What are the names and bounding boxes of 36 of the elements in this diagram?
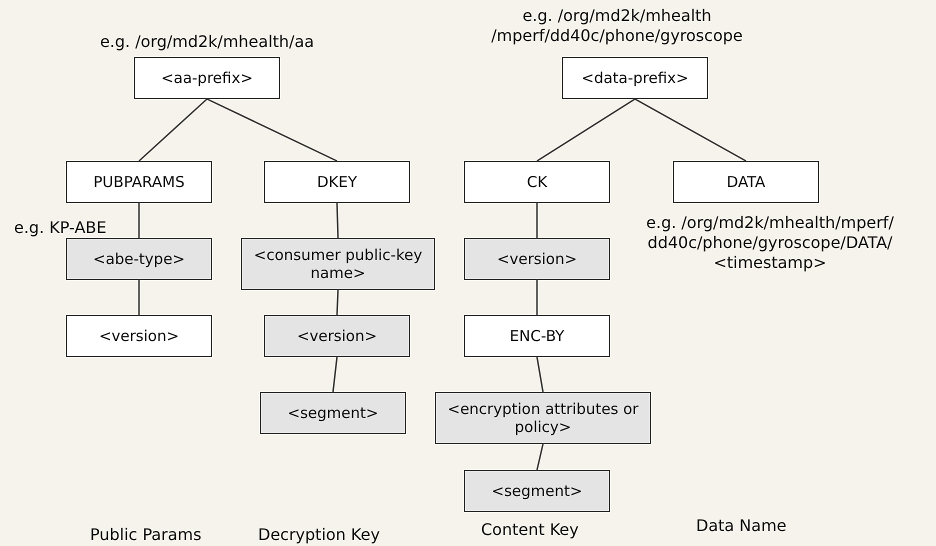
tree-node-box: <version> bbox=[66, 315, 212, 357]
connector-line bbox=[536, 444, 544, 470]
tree-node-box: <data-prefix> bbox=[562, 57, 708, 99]
tree-node-box: CK bbox=[464, 161, 610, 203]
connector-line bbox=[138, 203, 140, 238]
tree-node-box: ENC-BY bbox=[464, 315, 610, 357]
example-path-note: e.g. /org/md2k/mhealth/mperf/ dd40c/phone/gyroscope/DATA/ <timestamp> bbox=[645, 213, 895, 273]
tree-node-box: <segment> bbox=[464, 470, 610, 512]
column-caption: Data Name bbox=[696, 516, 786, 535]
connector-line bbox=[536, 356, 544, 392]
connector-line bbox=[336, 202, 339, 238]
tree-node-box: <encryption attributes or policy> bbox=[435, 392, 651, 444]
example-path-note: e.g. KP-ABE bbox=[14, 218, 108, 238]
connector-line bbox=[206, 98, 338, 162]
example-path-note: e.g. /org/md2k/mhealth/aa bbox=[98, 32, 316, 52]
connector-line bbox=[138, 98, 208, 162]
example-path-note: e.g. /org/md2k/mhealth /mperf/dd40c/phone/gyroscope bbox=[490, 6, 744, 46]
column-caption: Public Params bbox=[90, 525, 202, 544]
connector-line bbox=[332, 356, 338, 392]
tree-node-box: DKEY bbox=[264, 161, 410, 203]
connector-line bbox=[634, 98, 746, 162]
connector-line bbox=[138, 280, 140, 315]
connector-line bbox=[336, 290, 339, 316]
column-caption: Decryption Key bbox=[258, 525, 380, 544]
tree-node-box: PUBPARAMS bbox=[66, 161, 212, 203]
tree-node-box: <aa-prefix> bbox=[134, 57, 280, 99]
tree-node-box: <version> bbox=[464, 238, 610, 280]
column-caption: Content Key bbox=[481, 520, 579, 539]
tree-node-box: <abe-type> bbox=[66, 238, 212, 280]
tree-node-box: <segment> bbox=[260, 392, 406, 434]
tree-node-box: <consumer public-key name> bbox=[241, 238, 435, 290]
tree-node-box: <version> bbox=[264, 315, 410, 357]
connector-line bbox=[536, 98, 636, 162]
tree-node-box: DATA bbox=[673, 161, 819, 203]
connector-line bbox=[536, 203, 538, 238]
connector-line bbox=[536, 280, 538, 315]
